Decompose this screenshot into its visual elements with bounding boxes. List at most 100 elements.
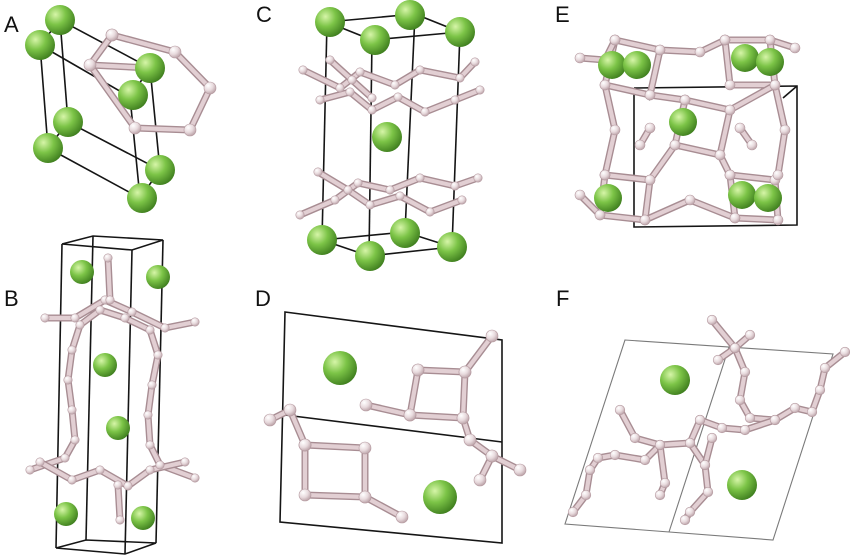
panel-a-ring-atom xyxy=(183,123,197,137)
panel-e-large-atom xyxy=(623,51,651,79)
panel-f-chain3-atom xyxy=(684,506,696,518)
panel-b-chain-atom xyxy=(153,350,163,360)
panel-e-link7-bond xyxy=(774,126,789,179)
panel-b-top-atom xyxy=(160,323,170,333)
panel-b-large-atom xyxy=(131,506,155,530)
panel-c-lower1-atom xyxy=(473,173,483,183)
panel-c-lower1-bond xyxy=(386,174,424,194)
panel-c-large-atom xyxy=(390,218,420,248)
panel-c-lower1-bond xyxy=(296,196,339,219)
unit-cell-b xyxy=(55,235,164,555)
panel-f-top2-atom xyxy=(712,354,724,366)
panel-a-large-atom xyxy=(135,53,165,83)
panel-c-upper1-atom xyxy=(415,65,425,75)
panel-a-ring-atom xyxy=(83,58,97,72)
panel-b-post-atom xyxy=(105,295,115,305)
panel-d-arm5-atom xyxy=(283,403,297,417)
panel-f-top-bond xyxy=(708,316,739,352)
panel-b-chain-atom xyxy=(95,305,105,315)
panel-e-cage2-bond xyxy=(721,36,734,89)
panel-b-chain-bond xyxy=(64,346,76,384)
panel-label-d: D xyxy=(255,286,271,311)
panel-f-chain1-atom xyxy=(819,362,831,374)
panel-d-arm6-bond xyxy=(361,493,406,521)
panel-b-chain-atom xyxy=(67,345,77,355)
panel-a-large-atom xyxy=(33,133,63,163)
panel-e-link10-atom xyxy=(684,194,696,206)
panel-e-link3-atom xyxy=(764,34,776,46)
panel-e-link8-bond xyxy=(646,141,679,184)
panel-e-cage5-atom xyxy=(772,214,784,226)
panel-a-ring-atom xyxy=(128,121,142,135)
panel-b-top-bond xyxy=(128,308,169,332)
panel-e-cage4-bond xyxy=(596,211,649,224)
panel-d-ring-lower-bond xyxy=(301,441,369,452)
panel-b-post-bond xyxy=(104,254,114,304)
panel-a-large-atom xyxy=(53,107,83,137)
panel-c-upper1-bond xyxy=(356,68,399,89)
panel-e-cage1-bond xyxy=(646,46,664,99)
panel-e-link10-atom xyxy=(729,212,741,224)
panel-a-large-atom xyxy=(45,5,75,35)
panel-b-chain-atom xyxy=(190,473,200,483)
panel-e-link6-bond xyxy=(601,126,619,179)
panel-c-lower1-bond xyxy=(416,174,459,190)
panel-b-bottom-atom xyxy=(35,457,45,467)
panel-e-link7-atom xyxy=(769,79,781,91)
panel-e-large-atom xyxy=(731,44,759,72)
panel-c-lower2-atom xyxy=(395,191,405,201)
panel-f-chain6-atom xyxy=(694,414,706,426)
panel-e-cage3-bond xyxy=(681,96,734,114)
panel-c-lower1-atom xyxy=(450,181,460,191)
panel-e-link10-bond xyxy=(641,196,694,224)
panel-e-link6-atom xyxy=(609,124,621,136)
panel-b-chain-bond xyxy=(121,314,154,334)
panel-b-top-atom xyxy=(127,307,137,317)
panel-c-upper3-bond xyxy=(326,56,356,84)
panel-c-lower1-atom xyxy=(330,195,340,205)
panel-b-top-atom xyxy=(70,313,80,323)
panel-a-large-atom xyxy=(127,183,157,213)
panel-e-link2-atom xyxy=(719,34,731,46)
panel-b-chain-atom xyxy=(145,325,155,335)
panel-c-lower2-atom xyxy=(343,185,353,195)
panel-f-chain7-bond xyxy=(656,441,669,487)
panel-c-upper2-atom xyxy=(345,87,355,97)
panel-c: C xyxy=(256,2,461,257)
panel-e-large-atom xyxy=(756,48,784,76)
panel-f-chain3-atom xyxy=(679,514,691,526)
panel-f-chain5-atom xyxy=(706,432,718,444)
panel-f-chain7-atom xyxy=(654,489,666,501)
panel-c-lower1-atom xyxy=(385,185,395,195)
panel-b-chain-atom xyxy=(70,435,80,445)
panel-b-chain-atom xyxy=(155,460,165,470)
panel-e-link8-atom xyxy=(669,139,681,151)
panel-c-lower2-atom xyxy=(365,200,375,210)
panel-e-link6-bond xyxy=(601,81,619,134)
atom-layer xyxy=(25,0,850,530)
panel-e-link4-atom xyxy=(679,94,691,106)
panel-e-link1-atom xyxy=(574,52,586,64)
panel-f: F xyxy=(556,286,834,541)
panel-e-link4-atom xyxy=(644,89,656,101)
panel-d-arm3-atom xyxy=(456,411,470,425)
panel-b-post2-bond xyxy=(114,481,124,524)
panel-b-post-atom xyxy=(103,253,113,263)
panel-e-large-atom xyxy=(754,184,782,212)
panel-d-ring-upper-bond xyxy=(406,366,422,419)
panel-f-chain7-atom xyxy=(659,477,671,489)
panel-f-chain2-atom xyxy=(629,432,641,444)
panel-b-large-atom xyxy=(106,416,130,440)
panel-f-top-atom xyxy=(744,329,756,341)
panel-b-bottom-atom xyxy=(67,475,77,485)
panel-a-ring-bond xyxy=(171,48,214,92)
panel-e-link2-atom xyxy=(654,44,666,56)
panel-c-lower2-bond xyxy=(314,168,352,194)
panel-f-chain4-atom xyxy=(580,489,592,501)
panel-e-link11-atom xyxy=(574,189,586,201)
panel-b-bottom-bond xyxy=(68,466,104,484)
panel-f-chain5-atom xyxy=(699,459,711,471)
panel-b-chain-bond xyxy=(68,406,79,444)
panel-label-a: A xyxy=(4,12,19,37)
panel-a-large-atom xyxy=(25,30,55,60)
